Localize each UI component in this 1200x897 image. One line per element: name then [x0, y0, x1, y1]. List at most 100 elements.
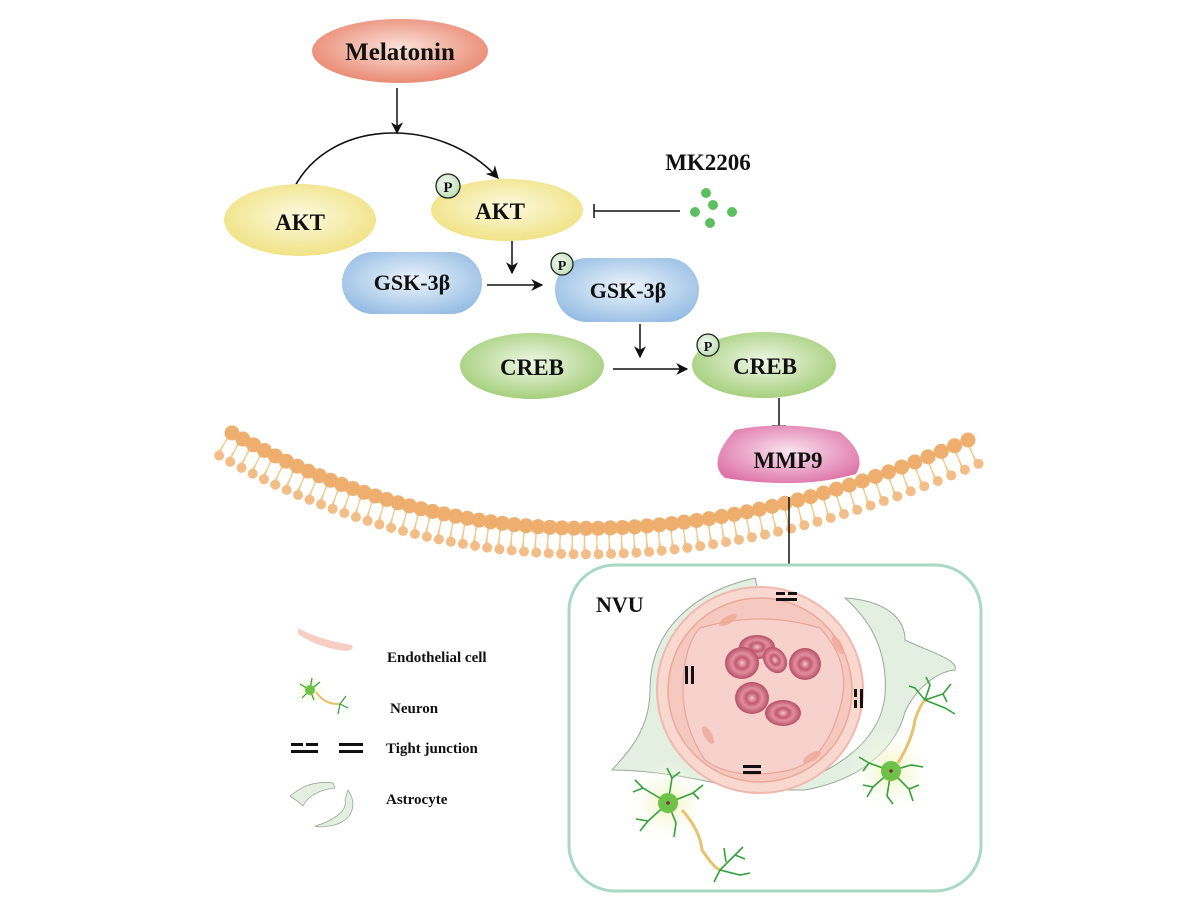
inhibition-mk2206-akt	[593, 204, 680, 218]
phospholipid	[530, 519, 546, 558]
phospholipid	[518, 518, 534, 557]
akt-label: AKT	[275, 210, 325, 235]
phospholipid	[386, 495, 406, 533]
creb-node: CREB	[460, 333, 604, 399]
nvu-panel: NVU	[567, 563, 983, 893]
phospholipid	[281, 458, 305, 495]
phospholipid	[815, 485, 836, 523]
legend-item-tight-junction: Tight junction	[291, 741, 478, 757]
p-creb-label: CREB	[733, 354, 797, 379]
phospho-icon: P	[550, 252, 574, 276]
phospholipid	[214, 425, 240, 461]
svg-text:P: P	[558, 259, 567, 274]
creb-label: CREB	[500, 355, 564, 380]
phospholipid	[841, 477, 863, 515]
phospholipid	[578, 520, 594, 560]
gsk3b-label: GSK-3β	[374, 270, 450, 295]
phospholipid	[751, 501, 770, 540]
tight-junction-icon	[291, 743, 363, 753]
phospholipid	[590, 520, 606, 560]
phospholipid	[542, 519, 558, 559]
astrocyte-icon	[289, 782, 354, 828]
phospholipid	[350, 484, 372, 523]
phospholipid	[960, 432, 984, 469]
phospholipid	[920, 449, 943, 486]
legend-item-neuron: Neuron	[292, 672, 439, 717]
tight-junction-icon	[685, 592, 863, 774]
phospholipid	[790, 492, 810, 531]
phospholipid	[689, 512, 706, 552]
svg-text:P: P	[704, 340, 713, 355]
phospholipid	[247, 443, 272, 479]
phospholipid	[494, 515, 510, 555]
phospholipid	[933, 443, 957, 481]
p-creb-node: CREB P	[692, 332, 836, 398]
endothelial-cell-icon	[298, 628, 353, 651]
phospholipid	[764, 498, 784, 537]
phospholipid	[664, 516, 680, 555]
phospholipid	[506, 517, 522, 556]
phospholipid	[639, 518, 655, 557]
phospholipid	[482, 514, 499, 553]
legend-label: Astrocyte	[386, 792, 448, 808]
blood-vessel	[656, 586, 864, 794]
cell-membrane	[214, 425, 984, 560]
legend-label: Endothelial cell	[387, 650, 487, 666]
red-blood-cells	[725, 635, 821, 726]
phospholipid	[566, 520, 582, 560]
phospho-icon: P	[435, 173, 461, 199]
phospholipid	[362, 488, 383, 526]
legend-label: Neuron	[390, 701, 439, 717]
phospholipid	[327, 476, 350, 514]
phospholipid	[726, 506, 744, 545]
legend-item-endothelial-cell: Endothelial cell	[298, 628, 487, 666]
p-akt-label: AKT	[475, 199, 525, 224]
svg-text:P: P	[443, 180, 452, 196]
akt-node: AKT	[224, 184, 376, 256]
p-akt-node: AKT P	[431, 173, 583, 241]
mk2206-molecules-icon	[690, 188, 737, 228]
legend-item-astrocyte: Astrocyte	[289, 782, 448, 828]
neuron-icon	[292, 672, 349, 715]
phospholipid	[907, 454, 930, 492]
phospholipid	[374, 492, 395, 530]
nvu-title: NVU	[596, 592, 644, 617]
phospholipid	[398, 498, 418, 537]
phospholipid	[947, 438, 970, 475]
phospholipid	[714, 509, 731, 548]
mk2206-label: MK2206	[665, 150, 751, 175]
phospholipid	[445, 508, 464, 547]
mmp9-label: MMP9	[754, 448, 823, 473]
legend-label: Tight junction	[386, 741, 478, 757]
neuron-icon	[626, 676, 956, 883]
phospholipid	[627, 519, 643, 558]
legend: Endothelial cell Neuron Tight junction	[289, 628, 487, 828]
phospholipid	[739, 504, 757, 543]
phospholipid	[614, 519, 630, 559]
phospholipid	[433, 506, 452, 545]
arrow-akt-phosphorylation	[293, 132, 499, 189]
phospholipid	[854, 473, 876, 511]
melatonin-label: Melatonin	[345, 39, 455, 66]
phospholipid	[881, 464, 903, 502]
phospholipid	[803, 489, 823, 527]
phospho-icon: P	[696, 333, 720, 357]
phospholipid	[676, 514, 693, 553]
p-gsk3b-label: GSK-3β	[590, 278, 666, 303]
phospholipid	[554, 520, 570, 559]
phospholipid	[470, 512, 487, 551]
phospholipid	[409, 501, 429, 539]
phospholipid	[602, 520, 618, 559]
phospholipid	[828, 481, 849, 520]
melatonin-node: Melatonin	[312, 19, 488, 83]
phospholipid	[867, 468, 889, 507]
p-gsk3b-node: GSK-3β P	[550, 252, 699, 322]
phospholipid	[651, 517, 667, 556]
phospholipid	[894, 459, 916, 497]
mmp9-node: MMP9	[717, 425, 860, 484]
phospholipid	[457, 510, 475, 549]
inhibition-pcreb-mmp9	[772, 398, 786, 427]
phospholipid	[304, 468, 327, 505]
phospholipid	[701, 511, 719, 550]
